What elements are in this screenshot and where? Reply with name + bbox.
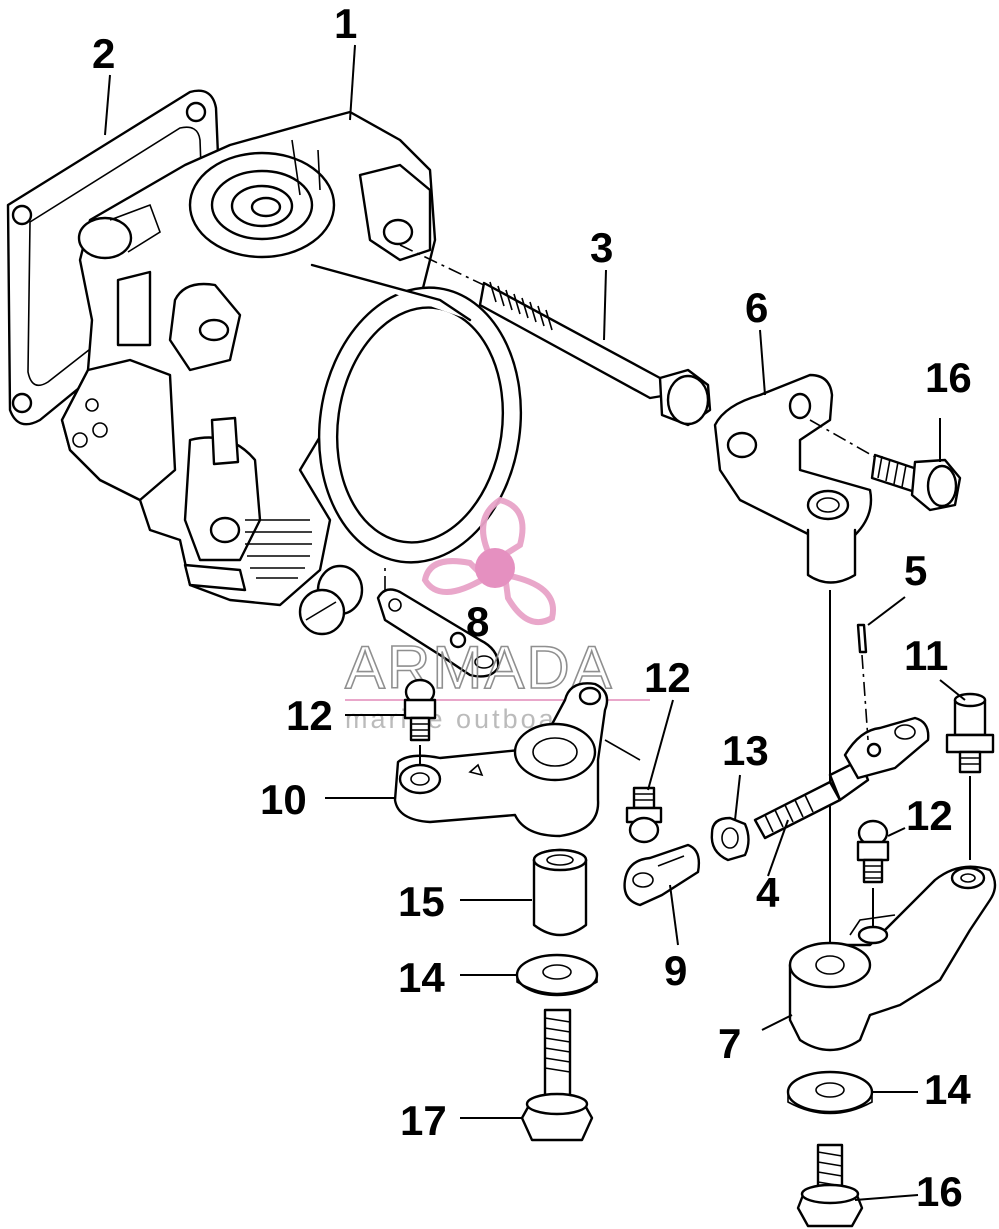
idle-screw: [298, 564, 364, 636]
bolt-lower-part: [520, 1008, 594, 1142]
callout-7: 7: [718, 1020, 741, 1067]
callout-8: 8: [466, 598, 489, 645]
callout-1: 1: [334, 0, 357, 47]
nut-part: [710, 816, 750, 862]
rod-end-upper-part: [376, 565, 500, 678]
washer-right-part: [786, 1070, 874, 1115]
ball-joint-mid-part: [604, 739, 663, 844]
callout-12-right: 12: [906, 792, 953, 839]
adjuster-rod-part: [753, 716, 930, 840]
leader-lines: [104, 44, 966, 1201]
callout-4: 4: [756, 869, 780, 916]
throttle-spring: [245, 519, 312, 579]
rod-end-lower-part: [623, 843, 701, 907]
callout-12-left: 12: [286, 692, 333, 739]
ball-joint-left-part: [403, 678, 437, 765]
callout-17: 17: [400, 1097, 447, 1144]
ball-joint-right-part: [856, 819, 890, 932]
long-bolt-part: [399, 244, 712, 427]
callout-2: 2: [92, 30, 115, 77]
callout-16-bottom: 16: [916, 1168, 963, 1215]
washer-left-part: [515, 953, 599, 997]
bolt-bottom-part: [796, 1143, 864, 1228]
pin-part: [856, 623, 869, 741]
callout-numbers: 1 2 3 4 5 6 7 8 9 10 11 12 12 12 13 14 1…: [92, 0, 972, 1215]
callout-16-top: 16: [925, 354, 972, 401]
callout-12-mid: 12: [644, 654, 691, 701]
ball-stud-part: [945, 692, 995, 860]
armada-watermark: ARMADA marine outboards: [344, 496, 650, 734]
bracket-part: [713, 373, 881, 584]
propeller-logo: [421, 496, 556, 625]
lever-right-part: [788, 865, 997, 1052]
callout-3: 3: [590, 224, 613, 271]
callout-14-right: 14: [924, 1066, 971, 1113]
sleeve-part: [532, 848, 588, 937]
callout-6: 6: [745, 284, 768, 331]
callout-13: 13: [722, 727, 769, 774]
lever-part: [393, 682, 609, 838]
bracket-bolt-part: [870, 453, 962, 512]
callout-11: 11: [904, 632, 948, 679]
callout-15: 15: [398, 878, 445, 925]
watermark-brand: ARMADA: [345, 634, 614, 701]
callout-5: 5: [904, 547, 927, 594]
callout-9: 9: [664, 947, 687, 994]
callout-10: 10: [260, 776, 307, 823]
throttle-body-part: [60, 110, 523, 636]
callout-14-left: 14: [398, 954, 445, 1001]
